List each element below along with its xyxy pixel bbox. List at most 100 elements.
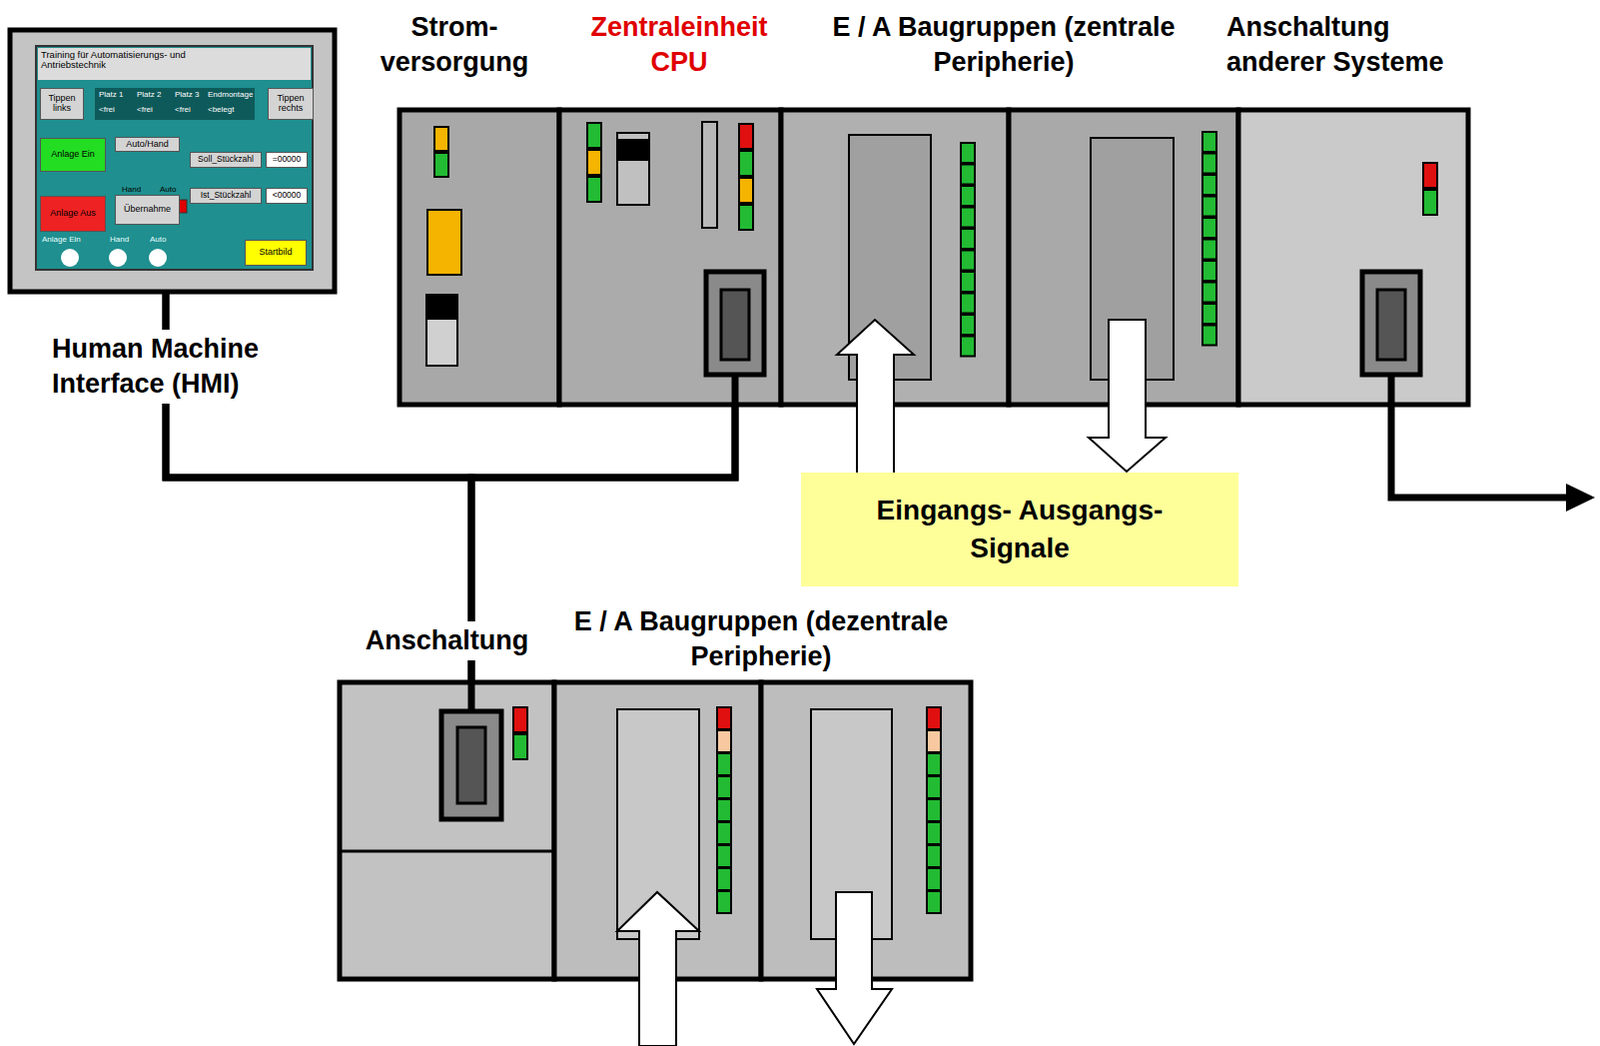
hmi-panel-part	[9, 29, 335, 292]
status-leds-part	[587, 122, 602, 148]
button-label: Soll_Stückzahl	[197, 154, 254, 164]
status-leds-part	[717, 821, 732, 844]
status-leds-part	[513, 707, 528, 733]
hmi-button: <00000	[265, 187, 308, 204]
hmi-button: Anlage Ein	[39, 137, 106, 172]
hmi-button: Tippen links	[39, 87, 84, 120]
screen-label: Training für Automatisierungs- und Antri…	[40, 49, 221, 71]
module-heading: Strom- versorgung	[364, 9, 545, 80]
status-leds-part	[1202, 196, 1217, 217]
hmi-button: Tippen rechts	[267, 87, 314, 120]
status-leds-part	[513, 734, 528, 760]
screen-label: Anlage Ein	[41, 235, 81, 245]
hmi-panel	[9, 29, 335, 292]
decentral-rack-part	[468, 682, 476, 712]
screen-label: Auto	[159, 185, 176, 195]
screen-label: <frei	[174, 105, 191, 115]
hmi-button: Soll_Stückzahl	[189, 151, 262, 168]
central-rack-part	[399, 109, 560, 405]
button-label: Anlage Aus	[49, 208, 96, 219]
status-leds-part	[926, 799, 941, 821]
status-leds-part	[960, 207, 975, 228]
signal-arrows-part	[617, 891, 700, 1046]
status-leds-part	[926, 844, 941, 867]
hmi-panel-part	[148, 248, 167, 267]
status-leds-part	[960, 293, 975, 314]
module-heading: Zentraleinheit CPU	[559, 9, 800, 80]
central-rack-part	[1362, 271, 1421, 375]
hmi-button: =00000	[265, 151, 308, 168]
decentral-rack-part	[457, 727, 486, 803]
screen-label: Platz 3	[174, 90, 199, 100]
status-leds-part	[926, 707, 941, 730]
hmi-panel-part	[94, 87, 255, 120]
status-leds-part	[1202, 303, 1217, 324]
signal-box: Eingangs- Ausgangs- Signale	[800, 472, 1239, 587]
status-leds-part	[717, 799, 732, 821]
hmi-button: Startbild	[244, 239, 307, 266]
status-leds-part	[717, 844, 732, 867]
status-leds-part	[739, 204, 754, 230]
status-leds-part	[926, 867, 941, 890]
central-rack-part	[1377, 289, 1406, 360]
status-leds-part	[1202, 153, 1217, 174]
module-group: Anschaltung	[339, 682, 555, 979]
central-rack-part	[721, 289, 750, 360]
status-leds-part	[960, 185, 975, 206]
button-label: Übernahme	[123, 204, 171, 215]
hmi-panel-part	[108, 248, 127, 267]
status-leds-part	[960, 250, 975, 271]
signal-arrows-part	[836, 319, 914, 478]
central-rack-part	[559, 109, 782, 405]
status-leds-part	[717, 707, 732, 730]
central-rack-part	[706, 271, 765, 375]
status-leds-part	[717, 753, 732, 776]
status-leds-part	[717, 730, 732, 753]
central-rack-part	[1238, 109, 1469, 405]
status-leds-part	[1202, 260, 1217, 281]
screen-label: Endmontage	[207, 90, 253, 100]
module-group: Zentraleinheit CPU	[559, 109, 782, 405]
status-leds-part	[739, 177, 754, 203]
button-label: Ist_Stückzahl	[200, 190, 252, 200]
status-leds-part	[739, 150, 754, 176]
button-label: Tippen rechts	[268, 93, 313, 114]
status-leds-part	[1202, 131, 1217, 152]
module-heading: Anschaltung	[339, 621, 555, 661]
status-leds-part	[926, 730, 941, 753]
central-rack-part	[426, 294, 458, 319]
status-leds-part	[587, 149, 602, 175]
button-label: Anlage Ein	[50, 149, 95, 160]
decentral-rack-part	[441, 711, 502, 819]
outgoing-link-part	[1566, 483, 1596, 512]
central-rack-part	[426, 294, 458, 366]
module-group: E / A Baugruppen (dezentrale Peripherie)	[554, 682, 971, 979]
status-leds-part	[717, 890, 732, 913]
screen-label: <belegt	[207, 105, 234, 115]
status-leds-part	[960, 314, 975, 335]
central-rack-part	[617, 132, 650, 205]
signal-label: Eingangs- Ausgangs- Signale	[854, 491, 1185, 568]
signal-arrows	[617, 319, 1166, 1046]
screen-label: <frei	[136, 105, 153, 115]
status-leds-part	[717, 867, 732, 890]
hmi-button: Anlage Aus	[39, 195, 106, 232]
module-heading: Anschaltung anderer Systeme	[1226, 9, 1497, 80]
status-leds-part	[926, 753, 941, 776]
screen-label: Hand	[121, 185, 141, 195]
module-group: Strom- versorgung	[399, 109, 560, 405]
central-rack-part	[732, 374, 740, 405]
signal-arrows-part	[1088, 319, 1166, 472]
status-leds-part	[926, 776, 941, 799]
screen-label: Hand	[109, 235, 129, 245]
status-leds	[434, 122, 1438, 913]
decentral-rack-part	[339, 682, 555, 979]
button-label: <00000	[272, 190, 302, 200]
central-rack-part	[702, 121, 718, 228]
central-rack-part	[427, 209, 462, 275]
module-heading: Human Machine Interface (HMI)	[51, 329, 312, 404]
module-group: Anschaltung anderer Systeme	[1238, 109, 1469, 405]
status-leds-part	[960, 271, 975, 292]
outgoing-link	[1391, 374, 1596, 512]
